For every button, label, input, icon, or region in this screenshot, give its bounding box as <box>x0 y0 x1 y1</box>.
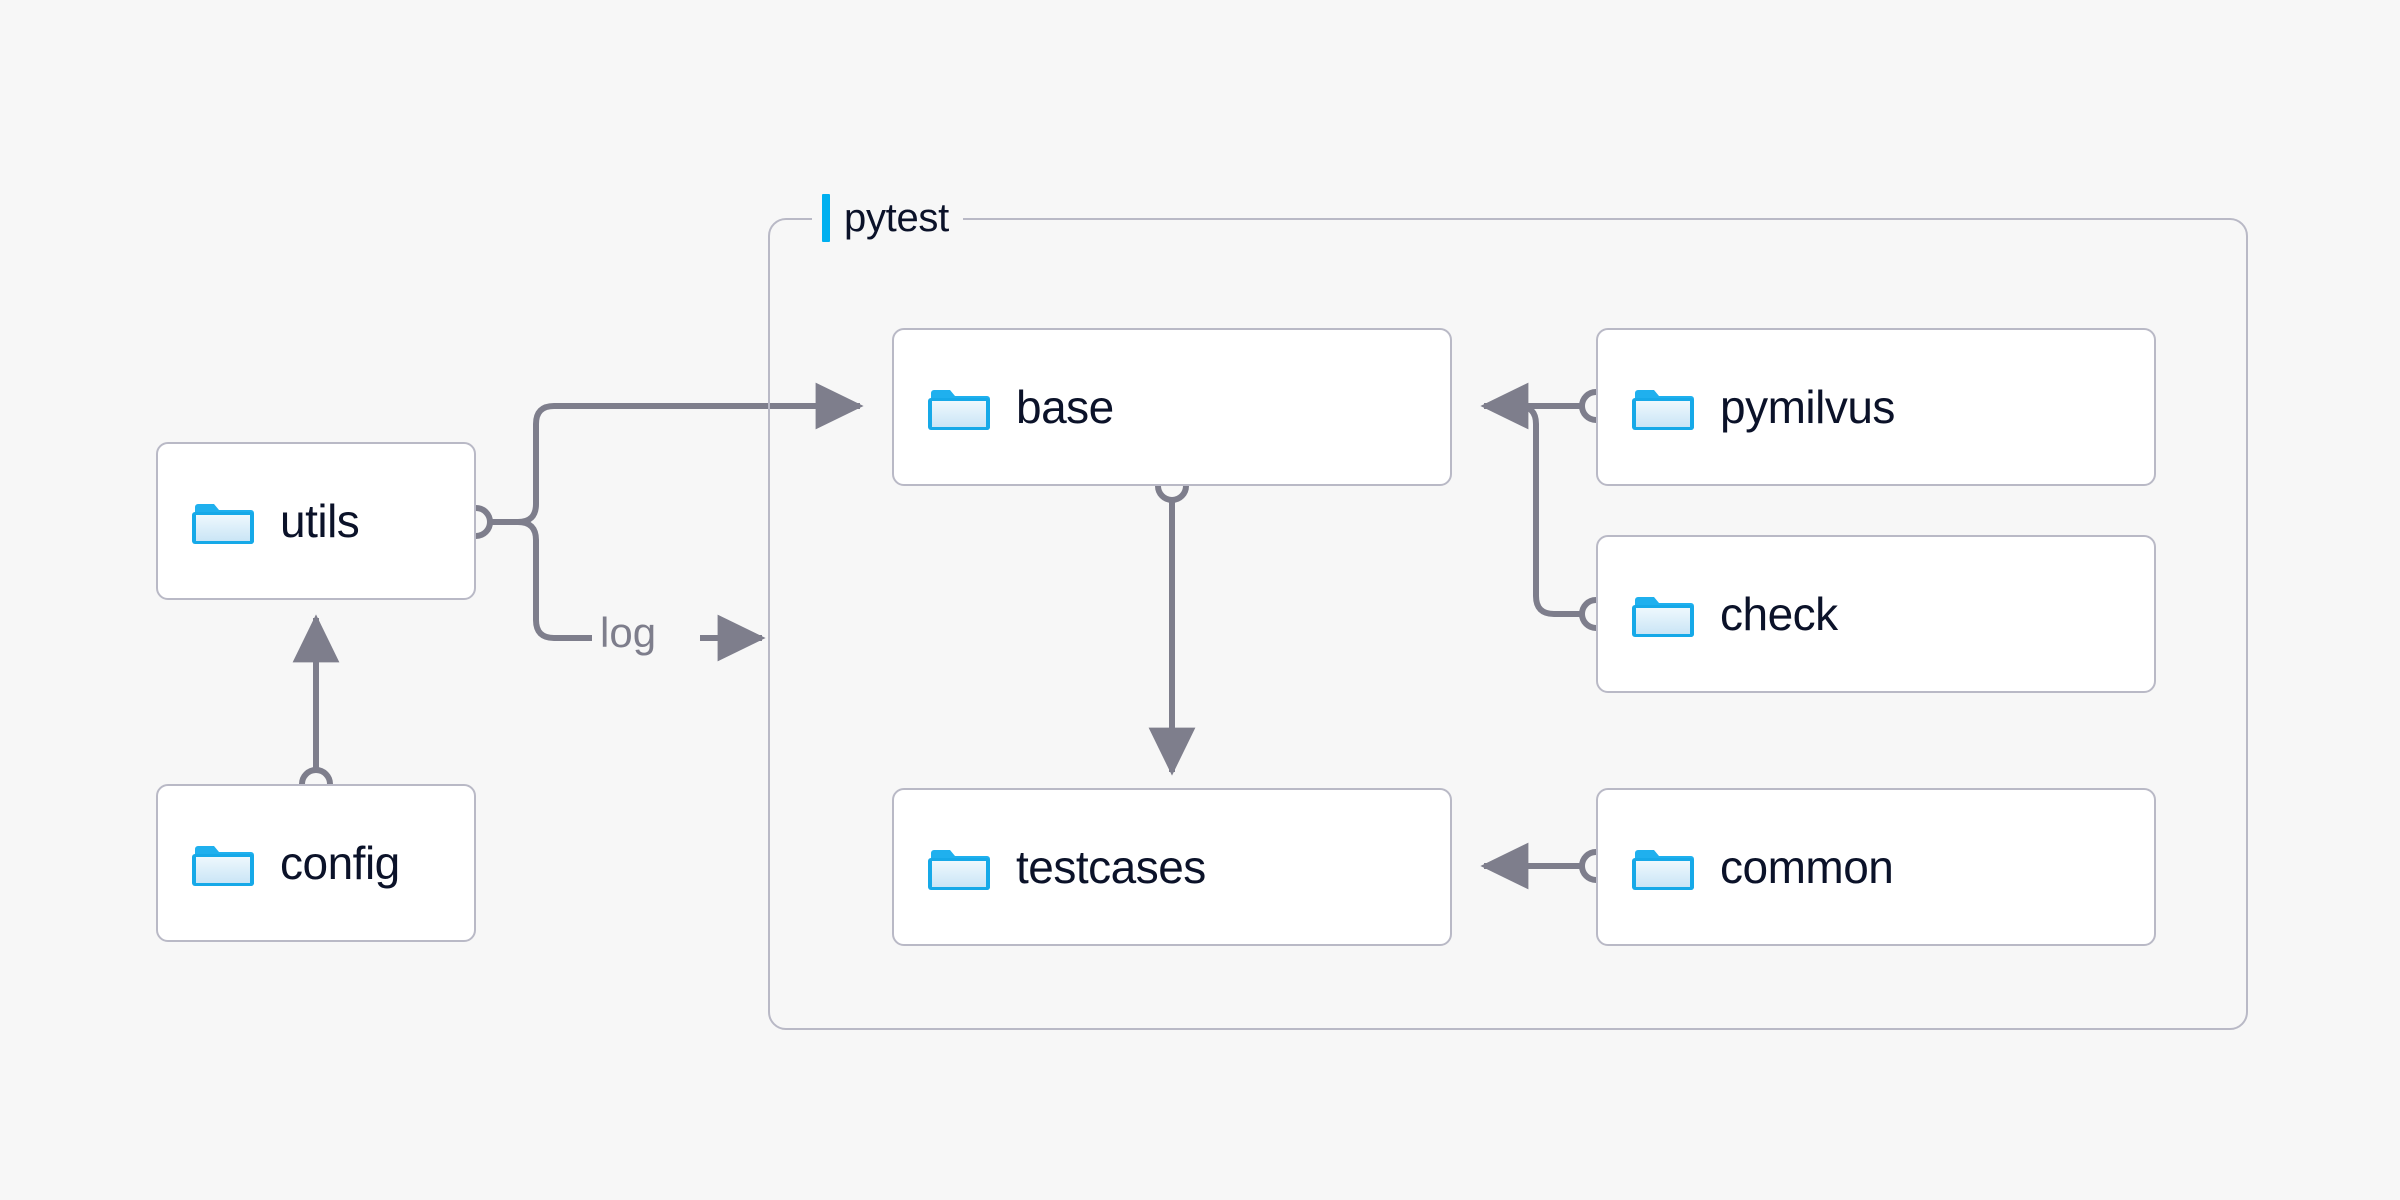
wire-utils-to-log <box>492 519 592 641</box>
node-testcases[interactable]: testcases <box>892 788 1452 946</box>
node-config-label: config <box>280 837 400 889</box>
node-common-label: common <box>1720 841 1894 893</box>
node-common[interactable]: common <box>1596 788 2156 946</box>
group-pytest-label-wrap: pytest <box>812 190 963 246</box>
edge-label-log: log <box>600 609 657 656</box>
folder-icon <box>192 846 254 886</box>
folder-icon <box>1632 850 1694 890</box>
node-base[interactable]: base <box>892 328 1452 486</box>
folder-icon <box>928 850 990 890</box>
node-base-label: base <box>1016 381 1114 433</box>
folder-icon <box>1632 390 1694 430</box>
folder-icon <box>192 504 254 544</box>
node-pymilvus-label: pymilvus <box>1720 381 1895 433</box>
group-pytest[interactable] <box>768 218 2248 1030</box>
node-pymilvus[interactable]: pymilvus <box>1596 328 2156 486</box>
folder-icon <box>1632 597 1694 637</box>
node-check-label: check <box>1720 588 1838 640</box>
group-pytest-label: pytest <box>844 196 949 240</box>
node-testcases-label: testcases <box>1016 841 1206 893</box>
node-check[interactable]: check <box>1596 535 2156 693</box>
node-config[interactable]: config <box>156 784 476 942</box>
folder-icon <box>928 390 990 430</box>
accent-bar-icon <box>822 194 830 242</box>
node-utils-label: utils <box>280 495 360 547</box>
node-utils[interactable]: utils <box>156 442 476 600</box>
